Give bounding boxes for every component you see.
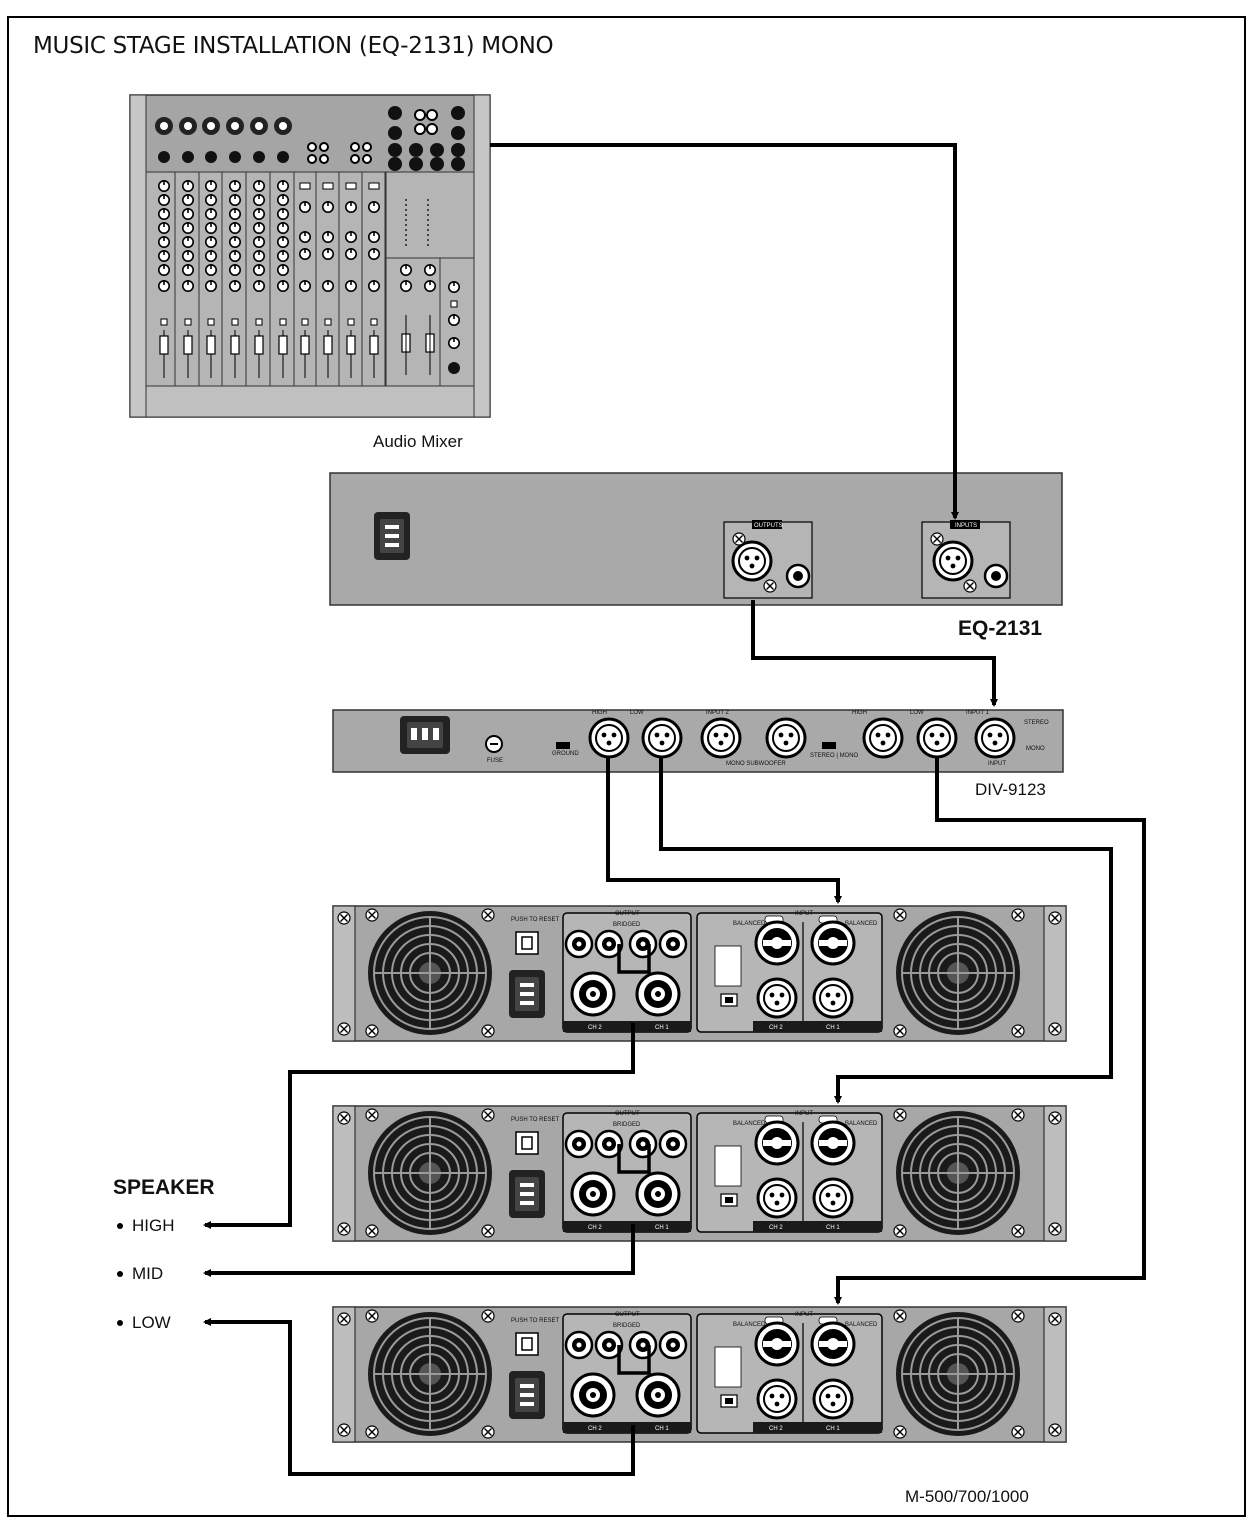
signal-cables xyxy=(203,143,1146,1476)
cable-div-high-to-amp1 xyxy=(606,756,842,904)
diagram-frame xyxy=(7,16,1246,1517)
svg-text:GROUND: GROUND xyxy=(552,751,579,757)
speaker-high-label: HIGH xyxy=(132,1216,175,1235)
svg-text:STEREO | MONO: STEREO | MONO xyxy=(810,753,859,759)
svg-text:INPUT: INPUT xyxy=(988,761,1006,767)
speaker-heading: SPEAKER xyxy=(113,1176,215,1199)
cable-eq-to-divider xyxy=(751,600,998,707)
bullet-icon xyxy=(117,1271,123,1277)
svg-text:MONO SUBWOOFER: MONO SUBWOOFER xyxy=(726,761,786,767)
bullet-icon xyxy=(117,1320,123,1326)
svg-text:MONO: MONO xyxy=(1026,746,1045,752)
amplifier-label: M-500/700/1000 xyxy=(905,1487,1029,1506)
diagram-title: MUSIC STAGE INSTALLATION (EQ-2131) MONO xyxy=(33,33,554,59)
eq-label: EQ-2131 xyxy=(958,617,1043,640)
mixer-label: Audio Mixer xyxy=(373,432,463,451)
eq-outputs-label: OUTPUTS xyxy=(754,523,783,529)
divider-label: DIV-9123 xyxy=(975,780,1046,799)
bullet-icon xyxy=(117,1223,123,1229)
svg-text:FUSE: FUSE xyxy=(487,758,503,764)
speaker-mid-label: MID xyxy=(132,1264,164,1283)
cable-amp2-to-mid-speaker xyxy=(203,1224,635,1277)
cable-div-low-to-amp3 xyxy=(834,756,1146,1305)
amplifier-2 xyxy=(333,1106,1066,1241)
svg-text:HIGH: HIGH xyxy=(592,710,607,716)
eq-2131-unit: OUTPUTS INPUTS xyxy=(329,472,1063,606)
cable-amp1-to-high-speaker xyxy=(203,1023,635,1229)
cable-mixer-to-eq xyxy=(490,143,959,520)
svg-text:LOW: LOW xyxy=(910,710,924,716)
eq-inputs-label: INPUTS xyxy=(955,523,977,529)
svg-text:STEREO: STEREO xyxy=(1024,720,1049,726)
speaker-low-label: LOW xyxy=(132,1313,171,1332)
svg-text:HIGH: HIGH xyxy=(852,710,867,716)
svg-text:INPUT 1: INPUT 1 xyxy=(966,710,990,716)
amplifier-3 xyxy=(333,1307,1066,1442)
svg-text:INPUT 2: INPUT 2 xyxy=(706,710,730,716)
cable-div-mid-to-amp2 xyxy=(659,756,1113,1104)
svg-text:LOW: LOW xyxy=(630,710,644,716)
cable-amp3-to-low-speaker xyxy=(203,1318,635,1476)
div-9123-unit: FUSE GROUND STEREO | MONO MONO SUBWOOFER… xyxy=(332,709,1064,773)
audio-mixer xyxy=(129,94,491,418)
amplifier-1 xyxy=(333,906,1066,1041)
